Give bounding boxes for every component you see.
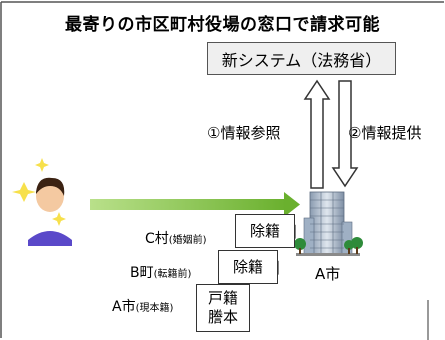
history-a-city-place: A市 bbox=[112, 299, 136, 315]
document-b-town-label: 除籍 bbox=[232, 257, 263, 276]
history-b-town-note: (転籍前) bbox=[153, 269, 192, 280]
page-title: 最寄りの市区町村役場の窓口で請求可能 bbox=[65, 15, 380, 35]
document-a-city: 戸籍 謄本 bbox=[196, 284, 250, 332]
person-icon bbox=[12, 158, 72, 246]
info-reference-label: ①情報参照 bbox=[207, 124, 281, 142]
request-arrow bbox=[90, 192, 300, 217]
document-b-town: 除籍 bbox=[218, 250, 278, 284]
history-c-village-note: (婚姻前) bbox=[168, 235, 207, 246]
city-office-building-icon bbox=[294, 191, 363, 256]
info-provision-label: ②情報提供 bbox=[348, 124, 422, 142]
history-a-city-note: (現本籍) bbox=[135, 303, 174, 314]
history-b-town: B町(転籍前) bbox=[130, 262, 191, 282]
document-a-city-line2: 謄本 bbox=[207, 308, 238, 326]
new-system-label: 新システム（法務省） bbox=[221, 50, 382, 70]
new-system-box: 新システム（法務省） bbox=[207, 42, 396, 75]
history-a-city: A市(現本籍) bbox=[112, 296, 173, 316]
info-reference-arrow bbox=[303, 79, 331, 189]
history-c-village-place: C村 bbox=[145, 231, 169, 247]
info-provision-arrow bbox=[331, 80, 359, 188]
history-c-village: C村(婚姻前) bbox=[145, 228, 207, 248]
document-c-village: 除籍 bbox=[235, 214, 295, 248]
document-a-city-line1: 戸籍 bbox=[207, 289, 238, 307]
city-office-label: A市 bbox=[315, 265, 341, 283]
history-b-town-place: B町 bbox=[130, 265, 154, 281]
document-c-village-label: 除籍 bbox=[249, 221, 280, 240]
